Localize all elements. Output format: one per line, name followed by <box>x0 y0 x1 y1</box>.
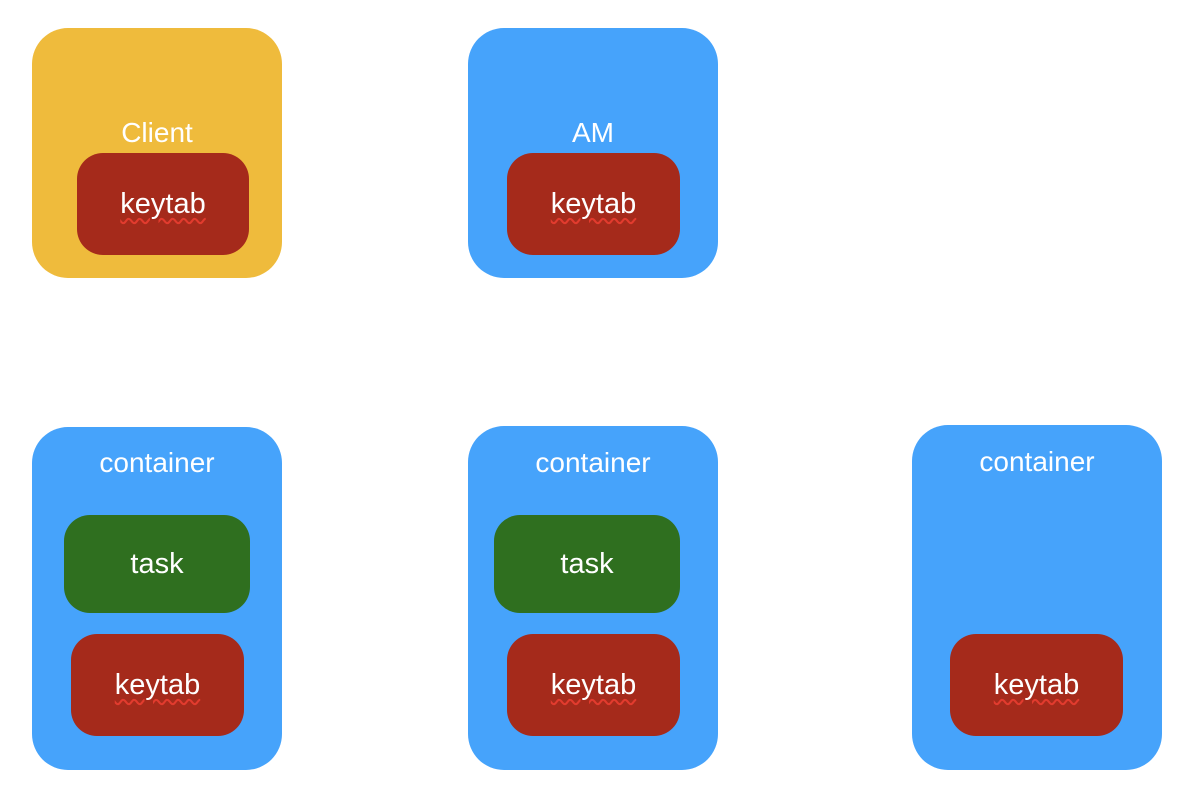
container-keytab-label-2: keytab <box>550 668 637 701</box>
container-task-label-1: task <box>130 547 184 580</box>
client-keytab: keytab <box>77 153 249 255</box>
container-box-3: container keytab <box>912 425 1162 770</box>
container-label-2: container <box>535 447 651 478</box>
am-label: AM <box>572 117 614 148</box>
container-keytab-1: keytab <box>71 634 244 736</box>
client-keytab-label: keytab <box>120 187 206 220</box>
client-box: Client keytab <box>32 28 282 278</box>
container-task-label-2: task <box>560 547 614 580</box>
container-task-1: task <box>64 515 250 613</box>
container-box-1: container task keytab <box>32 427 282 770</box>
am-box: AM keytab <box>468 28 718 278</box>
client-label: Client <box>121 117 193 148</box>
container-keytab-label-3: keytab <box>993 668 1080 701</box>
container-keytab-3: keytab <box>950 634 1123 736</box>
am-keytab: keytab <box>507 153 680 255</box>
container-label-3: container <box>979 446 1095 477</box>
container-keytab-label-1: keytab <box>114 668 201 701</box>
container-keytab-2: keytab <box>507 634 680 736</box>
container-task-2: task <box>494 515 680 613</box>
container-label-1: container <box>99 447 215 478</box>
am-keytab-label: keytab <box>550 187 637 220</box>
container-box-2: container task keytab <box>468 426 718 770</box>
